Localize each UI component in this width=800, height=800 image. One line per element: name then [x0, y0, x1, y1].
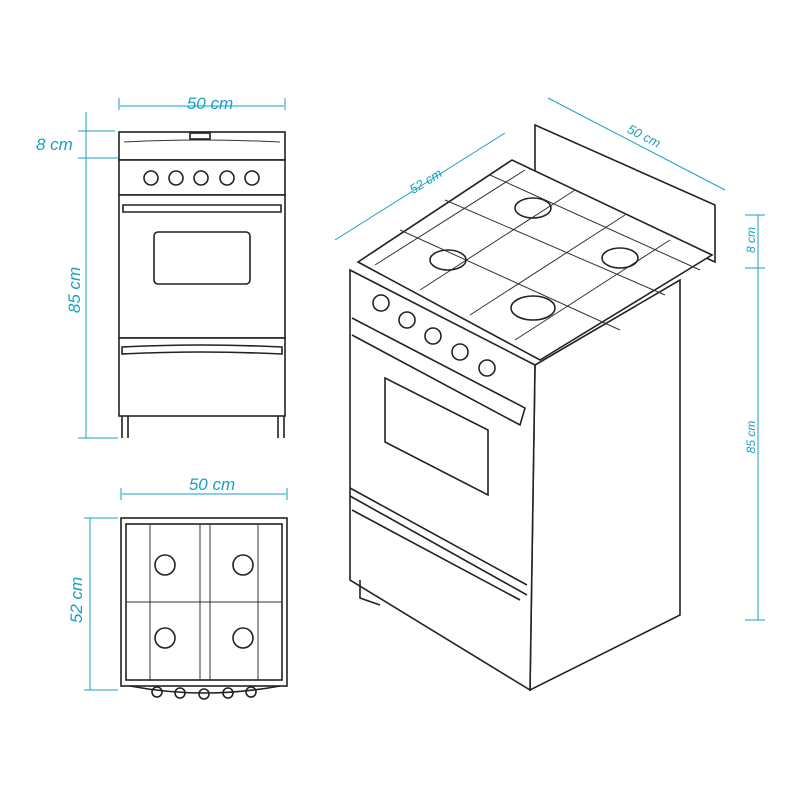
front-width-label: 50 cm: [187, 94, 233, 113]
front-top-height-label: 8 cm: [36, 135, 73, 154]
top-depth-label: 52 cm: [67, 577, 86, 623]
top-width-label: 50 cm: [189, 475, 235, 494]
iso-top-height-label: 8 cm: [744, 227, 758, 253]
front-body-height-label: 85 cm: [65, 267, 84, 313]
iso-body-height-label: 85 cm: [744, 421, 758, 454]
control-knobs: [143, 170, 260, 186]
iso-width-label: 50 cm: [625, 121, 664, 151]
top-view-drawing: [120, 517, 288, 700]
front-view-drawing: [118, 131, 286, 438]
iso-view-drawing: [349, 123, 716, 692]
front-view-dimensions: [78, 98, 286, 439]
iso-depth-label: 52 cm: [407, 165, 445, 197]
top-view-dimensions: [84, 488, 288, 691]
iso-view-dimensions: [334, 97, 765, 621]
